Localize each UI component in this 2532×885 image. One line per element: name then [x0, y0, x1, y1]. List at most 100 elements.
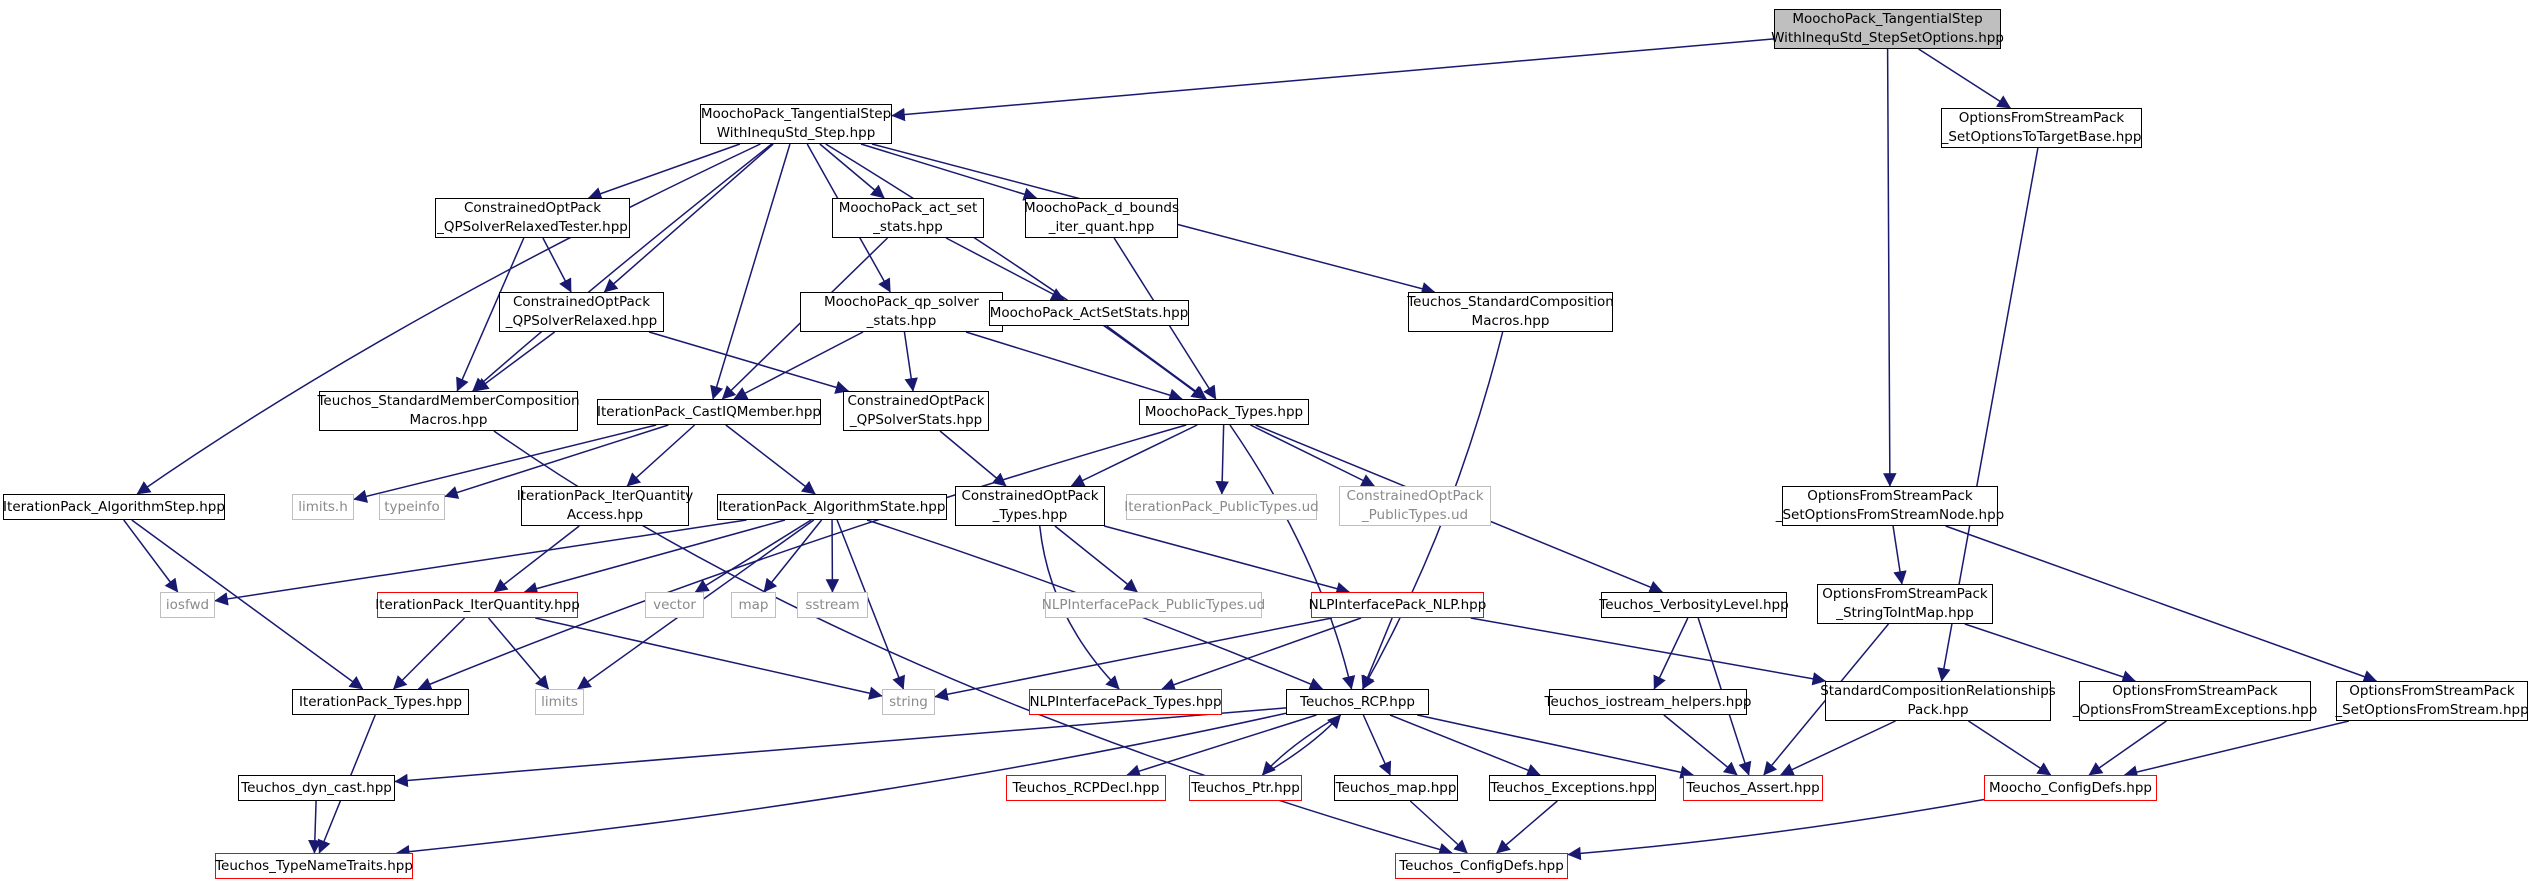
node-qp-solver[interactable]: MoochoPack_qp_solver _stats.hpp [800, 292, 1003, 332]
edge-iterquantity-to-limits [487, 617, 550, 690]
node-label: MoochoPack_d_bounds _iter_quant.hpp [1023, 200, 1180, 235]
node-ofsp-set[interactable]: OptionsFromStreamPack _SetOptionsFromStr… [2335, 681, 2529, 721]
node-label: string [889, 693, 928, 710]
edge-mp-types-to-rcp [1229, 424, 1356, 690]
edge-tsw-to-cop-tester [587, 143, 741, 201]
node-label: IterationPack_AlgorithmStep.hpp [3, 498, 225, 515]
node-label: Teuchos_RCP.hpp [1300, 693, 1415, 710]
node-iterquantity[interactable]: IterationPack_IterQuantity.hpp [375, 592, 580, 618]
edge-mp-types-to-cop-types [1070, 424, 1198, 487]
node-mp-types[interactable]: MoochoPack_Types.hpp [1139, 399, 1309, 425]
edge-tsw-to-d-bounds [860, 143, 1038, 201]
edge-nlp-to-scr-pack [1470, 617, 1827, 686]
node-label: NLPInterfacePack_NLP.hpp [1308, 596, 1487, 613]
node-label: Teuchos_StandardComposition Macros.hpp [1407, 294, 1614, 329]
node-rcpdecl[interactable]: Teuchos_RCPDecl.hpp [1006, 775, 1166, 801]
node-actsetstats[interactable]: MoochoPack_ActSetStats.hpp [989, 300, 1189, 326]
edge-iterquantity-to-ip-types [392, 617, 466, 690]
edge-nlp-to-rcp [1361, 617, 1393, 690]
node-ofsp-node[interactable]: OptionsFromStreamPack _SetOptionsFromStr… [1776, 486, 2004, 526]
edge-tsw-to-std-member [472, 143, 773, 392]
node-rcp[interactable]: Teuchos_RCP.hpp [1286, 689, 1429, 715]
node-label: Teuchos_RCPDecl.hpp [1012, 779, 1160, 796]
node-label: OptionsFromStreamPack _SetOptionsToTarge… [1941, 110, 2142, 145]
node-cop-stats[interactable]: ConstrainedOptPack _QPSolverStats.hpp [843, 391, 989, 431]
node-limits: limits [535, 689, 584, 715]
node-ofsp-exc[interactable]: OptionsFromStreamPack _OptionsFromStream… [2073, 681, 2317, 721]
edge-algstep-to-iosfwd [123, 519, 179, 593]
node-ip-types[interactable]: IterationPack_Types.hpp [292, 689, 469, 715]
edge-cop-relaxed-to-std-member [474, 331, 556, 392]
edge-rcp-to-tmap [1362, 714, 1392, 776]
edge-moocho-cfg-to-teuchos-cfg [1567, 798, 1985, 861]
edge-ofsp-exc-to-moocho-cfg [2088, 720, 2167, 776]
node-cop-types[interactable]: ConstrainedOptPack _Types.hpp [955, 486, 1105, 526]
node-label: Teuchos_StandardMemberComposition Macros… [317, 393, 580, 428]
node-label: MoochoPack_TangentialStep WithInequStd_S… [700, 106, 892, 141]
node-act-set[interactable]: MoochoPack_act_set _stats.hpp [832, 198, 984, 238]
node-moocho-cfg[interactable]: Moocho_ConfigDefs.hpp [1984, 775, 2157, 801]
edge-castiq-to-typeinfo [444, 424, 669, 499]
node-label: iosfwd [165, 596, 210, 613]
node-assert[interactable]: Teuchos_Assert.hpp [1683, 775, 1823, 801]
edge-cop-stats-to-cop-types [939, 430, 1007, 487]
edge-algstate-to-iosfwd [214, 519, 747, 606]
edge-cop-types-to-nlp [1104, 525, 1350, 596]
edge-algstate-to-map [763, 519, 823, 593]
node-nlp-types[interactable]: NLPInterfacePack_Types.hpp [1029, 689, 1222, 715]
node-teuchos-cfg[interactable]: Teuchos_ConfigDefs.hpp [1395, 853, 1568, 879]
node-tmap[interactable]: Teuchos_map.hpp [1334, 775, 1458, 801]
edge-exceptions-to-teuchos-cfg [1496, 800, 1558, 854]
node-label: Teuchos_Assert.hpp [1686, 779, 1820, 796]
node-label: MoochoPack_ActSetStats.hpp [989, 304, 1189, 321]
node-iostream-helpers[interactable]: Teuchos_iostream_helpers.hpp [1545, 689, 1751, 715]
node-label: NLPInterfacePack_Types.hpp [1029, 693, 1222, 710]
node-std-member[interactable]: Teuchos_StandardMemberComposition Macros… [317, 391, 580, 431]
node-ofsp-target[interactable]: OptionsFromStreamPack _SetOptionsToTarge… [1941, 108, 2142, 148]
node-iq-access[interactable]: IterationPack_IterQuantity Access.hpp [517, 486, 693, 526]
node-tsw[interactable]: MoochoPack_TangentialStep WithInequStd_S… [700, 104, 892, 144]
node-ptr[interactable]: Teuchos_Ptr.hpp [1189, 775, 1302, 801]
node-exceptions[interactable]: Teuchos_Exceptions.hpp [1489, 775, 1656, 801]
node-dyn-cast[interactable]: Teuchos_dyn_cast.hpp [238, 775, 395, 801]
node-d-bounds[interactable]: MoochoPack_d_bounds _iter_quant.hpp [1024, 198, 1179, 238]
node-scr-pack[interactable]: StandardCompositionRelationships Pack.hp… [1820, 681, 2056, 721]
edge-nlp-to-string [934, 617, 1333, 701]
node-cop-relaxed[interactable]: ConstrainedOptPack _QPSolverRelaxed.hpp [499, 292, 664, 332]
node-label: Moocho_ConfigDefs.hpp [1989, 779, 2152, 796]
node-castiq[interactable]: IterationPack_CastIQMember.hpp [597, 399, 821, 425]
node-algstep[interactable]: IterationPack_AlgorithmStep.hpp [3, 494, 225, 520]
node-typenametraits[interactable]: Teuchos_TypeNameTraits.hpp [215, 853, 413, 879]
node-ip-public: IterationPack_PublicTypes.ud [1124, 494, 1319, 520]
edge-str2int-to-ofsp-exc [1964, 623, 2136, 684]
edge-rcp-to-ptr [1261, 714, 1341, 776]
edge-root-to-tsw [891, 38, 1775, 122]
node-cop-tester[interactable]: ConstrainedOptPack _QPSolverRelaxedTeste… [435, 198, 630, 238]
edge-rcp-to-exceptions [1389, 714, 1541, 777]
edge-qp-solver-to-mp-types [965, 331, 1183, 402]
node-root[interactable]: MoochoPack_TangentialStep WithInequStd_S… [1771, 9, 2004, 49]
edge-ofsp-set-to-moocho-cfg [2123, 720, 2350, 779]
node-label: vector [653, 596, 696, 613]
node-nlp[interactable]: NLPInterfacePack_NLP.hpp [1309, 592, 1486, 618]
node-label: IterationPack_IterQuantity Access.hpp [516, 488, 694, 523]
node-string: string [882, 689, 935, 715]
node-label: MoochoPack_act_set _stats.hpp [838, 200, 978, 235]
edge-qp-solver-to-cop-stats [903, 331, 918, 392]
node-verbosity[interactable]: Teuchos_VerbosityLevel.hpp [1599, 592, 1789, 618]
edge-castiq-to-algstate [725, 424, 816, 495]
node-label: typeinfo [384, 498, 440, 515]
node-label: Teuchos_Exceptions.hpp [1490, 779, 1655, 796]
node-str2int[interactable]: OptionsFromStreamPack _StringToIntMap.hp… [1817, 584, 1993, 624]
node-label: MoochoPack_TangentialStep WithInequStd_S… [1771, 11, 2004, 46]
node-algstate[interactable]: IterationPack_AlgorithmState.hpp [717, 494, 947, 520]
edge-algstate-to-iterquantity [523, 519, 786, 596]
node-typeinfo: typeinfo [379, 494, 445, 520]
edge-ptr-to-rcp [1262, 714, 1342, 776]
edge-tsw-to-castiq [710, 143, 791, 400]
node-label: Teuchos_map.hpp [1335, 779, 1457, 796]
node-label: StandardCompositionRelationships Pack.hp… [1820, 683, 2056, 718]
node-std-comp[interactable]: Teuchos_StandardComposition Macros.hpp [1407, 292, 1614, 332]
node-label: OptionsFromStreamPack _SetOptionsFromStr… [2335, 683, 2529, 718]
